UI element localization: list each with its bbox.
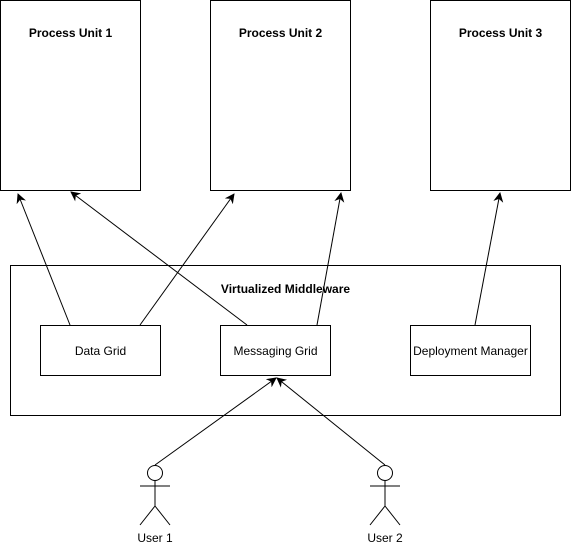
user-2-actor-icon xyxy=(369,465,401,526)
edge-messaging-grid-to-process-unit-2 xyxy=(316,192,345,326)
process-unit-2: Process Unit 2 xyxy=(210,0,351,191)
edge-deployment-manager-to-process-unit-3 xyxy=(474,192,504,326)
data-grid-box: Data Grid xyxy=(40,325,161,376)
deployment-manager-label: Deployment Manager xyxy=(413,343,528,358)
data-grid-label: Data Grid xyxy=(74,343,127,358)
user-1-label: User 1 xyxy=(137,531,173,545)
edge-user-1-to-messaging-grid xyxy=(154,377,277,466)
edge-messaging-grid-to-process-unit-1 xyxy=(70,191,248,326)
user-1-actor-icon xyxy=(139,465,171,526)
process-unit-1-title: Process Unit 1 xyxy=(28,26,113,40)
deployment-manager-box: Deployment Manager xyxy=(410,325,531,376)
edge-user-2-to-messaging-grid xyxy=(276,377,386,466)
edge-data-grid-to-process-unit-2 xyxy=(139,193,235,326)
middleware-title: Virtualized Middleware xyxy=(220,282,351,296)
user-2-label: User 2 xyxy=(367,531,403,545)
process-unit-3-title: Process Unit 3 xyxy=(458,26,543,40)
process-unit-2-title: Process Unit 2 xyxy=(238,26,323,40)
messaging-grid-label: Messaging Grid xyxy=(233,343,318,358)
messaging-grid-box: Messaging Grid xyxy=(220,325,331,376)
edge-data-grid-to-process-unit-1 xyxy=(16,193,71,326)
process-unit-3: Process Unit 3 xyxy=(430,0,571,191)
process-unit-1: Process Unit 1 xyxy=(0,0,141,191)
